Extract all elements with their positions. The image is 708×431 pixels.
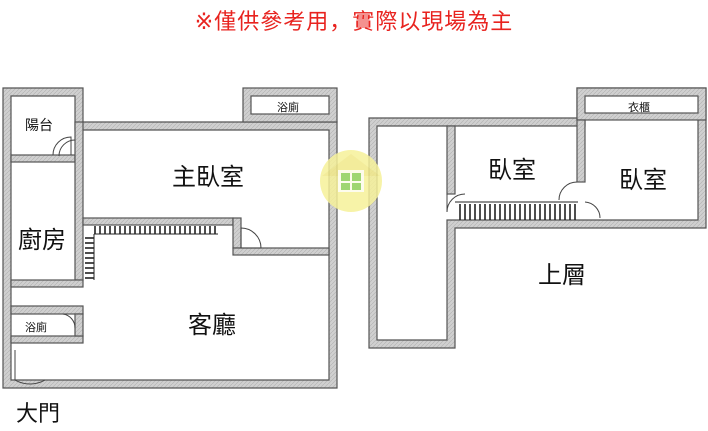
doors-right <box>446 181 601 219</box>
balcony-wall <box>10 154 76 163</box>
disclaimer-text: ※僅供參考用，實際以現場為主 <box>194 10 514 35</box>
master-bottom-wall <box>82 217 234 226</box>
label-bath-bottom: 浴廁 <box>25 321 47 334</box>
left-inner-cut <box>10 95 330 381</box>
stair-right <box>455 201 578 220</box>
label-living-room: 客廳 <box>188 311 236 339</box>
right-inner-cut <box>376 95 699 341</box>
stair-left <box>85 226 218 280</box>
right-plan <box>368 87 707 349</box>
doors-left <box>14 136 262 385</box>
bath-bottom-wall <box>10 305 84 315</box>
label-closet: 衣櫃 <box>628 101 650 114</box>
label-bedroom-2: 臥室 <box>619 166 667 194</box>
label-bath-top: 浴廁 <box>277 101 299 114</box>
label-bedroom-1: 臥室 <box>488 156 536 184</box>
kitchen-bottom-wall <box>10 279 84 288</box>
bedroom-divider-wall <box>576 119 586 183</box>
left-plan <box>2 87 338 389</box>
label-upper-floor: 上層 <box>538 261 586 289</box>
master-closet-box <box>232 217 242 249</box>
kitchen-right-wall <box>74 121 84 281</box>
label-master-bedroom: 主臥室 <box>172 163 244 191</box>
label-balcony: 陽台 <box>25 118 53 134</box>
label-front-door: 大門 <box>16 402 61 427</box>
watermark-logo <box>320 150 382 212</box>
label-kitchen: 廚房 <box>18 226 66 254</box>
bedroom1-left-wall <box>446 125 456 195</box>
